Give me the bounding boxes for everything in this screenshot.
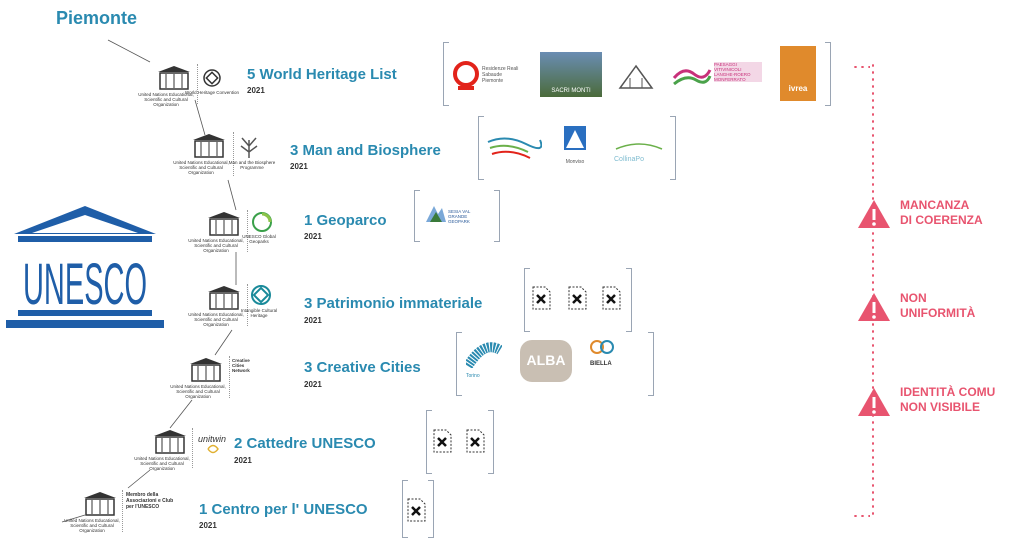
unesco-temple-icon bbox=[208, 212, 240, 236]
mab-ticino-logo bbox=[487, 137, 542, 159]
geopark-year: 2021 bbox=[304, 232, 322, 241]
geopark-title: 1 Geoparco bbox=[304, 212, 387, 229]
unitwin-icon bbox=[207, 444, 219, 454]
region-title: Piemonte bbox=[56, 8, 138, 28]
cattedre-year: 2021 bbox=[234, 456, 252, 465]
creative-cities-year: 2021 bbox=[304, 380, 322, 389]
centro-title: 1 Centro per l' UNESCO bbox=[199, 501, 368, 518]
warning-icon bbox=[858, 293, 890, 321]
centro-year: 2021 bbox=[199, 521, 217, 530]
ivrea-logo: ivrea bbox=[780, 46, 816, 101]
sacri-monti-logo: SACRI MONTI bbox=[540, 52, 602, 97]
unesco-temple-icon bbox=[190, 358, 222, 382]
dotted-bracket-line bbox=[872, 62, 874, 517]
warning-icon bbox=[858, 388, 890, 416]
biosphere-icon bbox=[240, 137, 258, 158]
missing-image-icon bbox=[407, 498, 426, 522]
langhe-roero-logo: PAESAGGI VITIVINICOLI LANGHE-ROERO MONFE… bbox=[672, 58, 762, 92]
alba-logo: ALBA bbox=[520, 340, 572, 382]
world-heritage-icon bbox=[203, 69, 221, 87]
whl-year: 2021 bbox=[247, 86, 265, 95]
centro-unesco-logo: United Nations Educational, Scientific a… bbox=[64, 490, 174, 533]
whl-logo: United Nations Educational, Scientific a… bbox=[138, 64, 240, 110]
cattedre-title: 2 Cattedre UNESCO bbox=[234, 435, 376, 452]
missing-image-icon bbox=[568, 286, 587, 310]
ich-title: 3 Patrimonio immateriale bbox=[304, 295, 483, 312]
warning-icon bbox=[858, 200, 890, 228]
missing-image-icon bbox=[433, 429, 452, 453]
torino-logo: Torino bbox=[463, 340, 506, 380]
org-caption: United Nations Educational, Scientific a… bbox=[138, 92, 194, 107]
unesco-temple-icon bbox=[193, 134, 225, 158]
intangible-heritage-icon bbox=[251, 285, 271, 305]
creative-cities-title: 3 Creative Cities bbox=[304, 359, 421, 376]
missing-image-icon bbox=[602, 286, 621, 310]
mab-year: 2021 bbox=[290, 162, 308, 171]
unitwin-logo: United Nations Educational, Scientific a… bbox=[134, 428, 248, 472]
residenze-reali-logo: Residenze Reali Sabaude Piemonte bbox=[452, 56, 524, 96]
creative-cities-logo: United Nations Educational, Scientific a… bbox=[170, 356, 250, 399]
crespi-logo bbox=[618, 64, 654, 89]
unesco-temple-icon bbox=[84, 492, 116, 516]
sesia-geopark-logo: SESIA VAL GRANDE GEOPARK bbox=[424, 202, 492, 230]
ich-year: 2021 bbox=[304, 316, 322, 325]
missing-image-icon bbox=[532, 286, 551, 310]
geopark-logo: United Nations Educational, Scientific a… bbox=[188, 210, 290, 256]
mab-logo: United Nations Educational, Scientific a… bbox=[173, 132, 285, 180]
mab-collinapo-logo: CollinaPo bbox=[614, 138, 664, 164]
ich-logo: United Nations Educational, Scientific a… bbox=[188, 284, 290, 330]
biella-logo: BIELLA bbox=[590, 338, 636, 384]
mab-title: 3 Man and Biosphere bbox=[290, 142, 441, 159]
mab-monviso-logo: Monviso bbox=[562, 124, 588, 168]
whl-subtitle: World Heritage Convention bbox=[185, 90, 239, 95]
whl-title: 5 World Heritage List bbox=[247, 66, 397, 83]
unesco-main-logo: UNESCO bbox=[6, 206, 164, 328]
unesco-temple-icon bbox=[158, 66, 190, 90]
geopark-icon bbox=[252, 212, 272, 232]
unesco-temple-icon bbox=[208, 286, 240, 310]
unesco-temple-icon bbox=[154, 430, 186, 454]
missing-image-icon bbox=[466, 429, 485, 453]
unesco-logo-text: UNESCO bbox=[23, 252, 147, 317]
unitwin-label: unitwin bbox=[198, 434, 227, 444]
